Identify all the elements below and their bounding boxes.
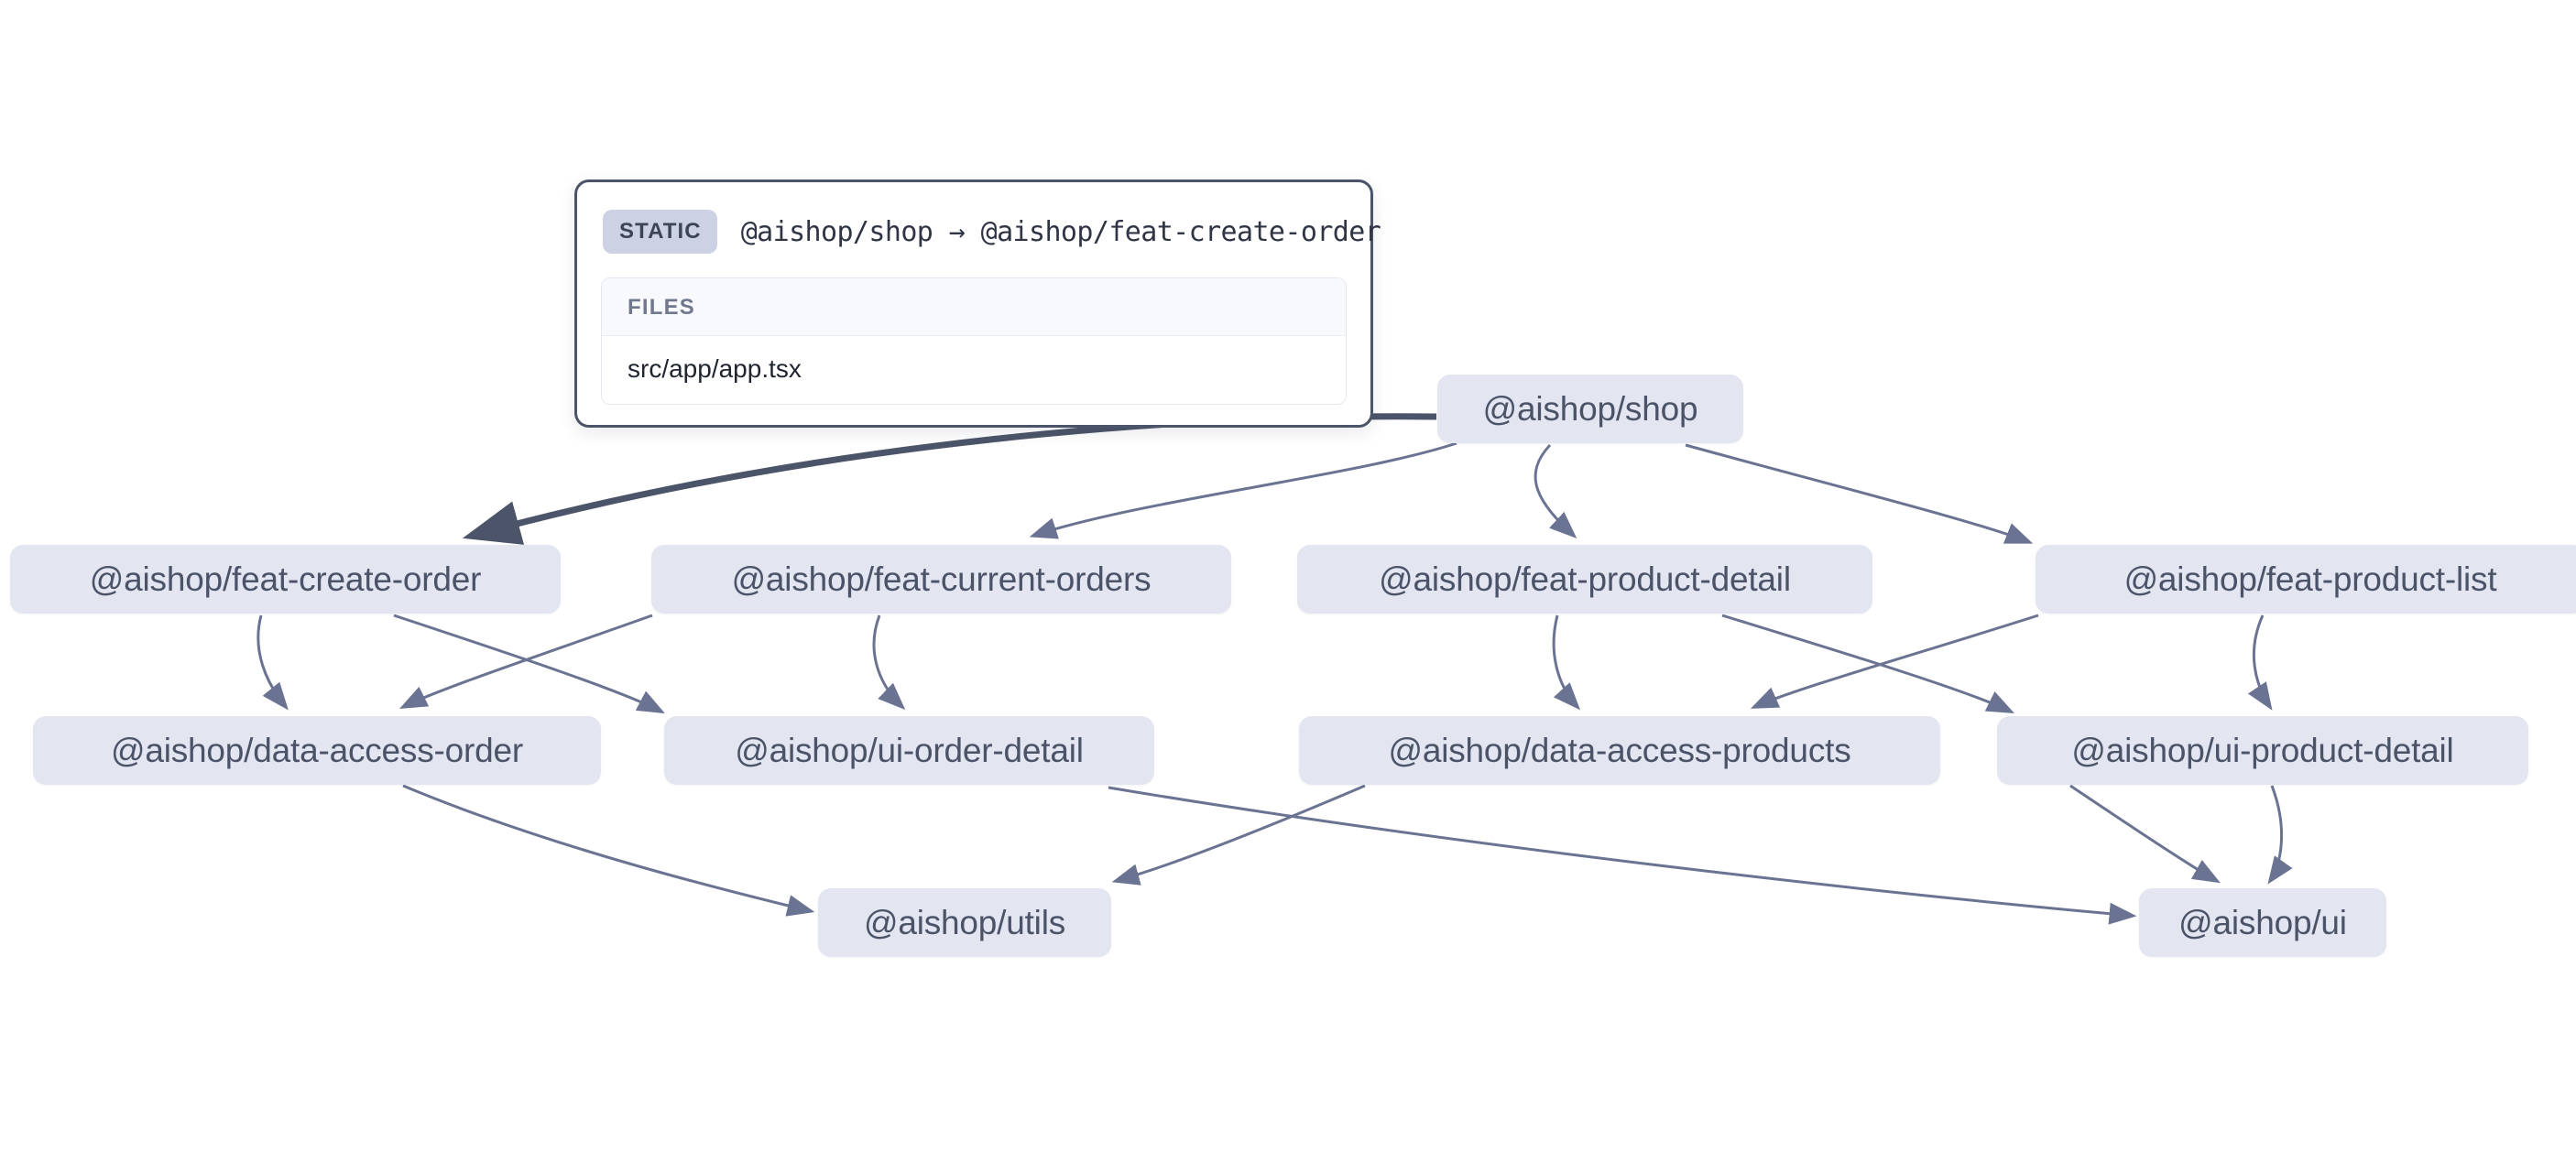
static-badge: STATIC <box>603 210 717 254</box>
edge-shop-to-feat-current-orders <box>1029 441 1457 539</box>
graph-node-data-access-products[interactable]: @aishop/data-access-products <box>1299 716 1940 785</box>
graph-node-ui[interactable]: @aishop/ui <box>2139 888 2386 957</box>
graph-node-ui-order-detail[interactable]: @aishop/ui-order-detail <box>664 716 1154 785</box>
graph-node-feat-create-order[interactable]: @aishop/feat-create-order <box>10 545 561 614</box>
graph-node-label: @aishop/feat-product-detail <box>1379 560 1791 598</box>
graph-node-label: @aishop/ui-product-detail <box>2071 732 2454 769</box>
graph-node-label: @aishop/data-access-products <box>1388 732 1851 769</box>
edge-feat-current-orders-to-data-access-order <box>398 614 653 710</box>
edge-data-access-order-to-utils <box>402 784 815 917</box>
tooltip-header: STATIC @aishop/shop → @aishop/feat-creat… <box>601 206 1381 254</box>
graph-node-shop[interactable]: @aishop/shop <box>1437 375 1743 443</box>
graph-node-label: @aishop/shop <box>1482 390 1698 428</box>
edge-shop-to-feat-product-list <box>1685 443 2034 544</box>
graph-node-label: @aishop/ui-order-detail <box>735 732 1084 769</box>
graph-node-label: @aishop/ui <box>2178 904 2347 941</box>
graph-node-label: @aishop/data-access-order <box>110 732 524 769</box>
edge-ui-order-detail-to-ui <box>1108 786 2137 925</box>
edge-data-access-products-to-utils <box>1111 784 1366 886</box>
edge-feat-product-detail-to-ui-product-detail <box>1721 614 2015 713</box>
file-list-item[interactable]: src/app/app.tsx <box>602 336 1346 404</box>
files-panel-header: FILES <box>602 278 1346 336</box>
edge-shop-to-feat-product-detail <box>1534 443 1577 539</box>
graph-node-feat-product-list[interactable]: @aishop/feat-product-list <box>2036 545 2576 614</box>
edge-ui-product-detail-to-ui <box>2069 784 2221 884</box>
edge-feat-create-order-to-data-access-order <box>257 614 289 711</box>
edge-shop-to-feat-create-order <box>462 413 1437 545</box>
graph-node-ui-product-detail[interactable]: @aishop/ui-product-detail <box>1997 716 2528 785</box>
edge-feat-current-orders-to-ui-order-detail <box>872 614 906 711</box>
graph-node-utils[interactable]: @aishop/utils <box>818 888 1111 957</box>
edge-feat-product-list-to-ui-product-detail <box>2247 614 2273 711</box>
graph-node-label: @aishop/feat-current-orders <box>731 560 1152 598</box>
graph-node-label: @aishop/feat-product-list <box>2123 560 2497 598</box>
graph-node-feat-product-detail[interactable]: @aishop/feat-product-detail <box>1297 545 1872 614</box>
files-panel: FILES src/app/app.tsx <box>601 277 1347 405</box>
graph-node-feat-current-orders[interactable]: @aishop/feat-current-orders <box>651 545 1231 614</box>
graph-node-label: @aishop/feat-create-order <box>89 560 482 598</box>
graph-node-label: @aishop/utils <box>863 904 1066 941</box>
edge-feat-product-list-to-data-access-products <box>1750 614 2039 709</box>
edge-ui-product-detail-to-ui-alt <box>2267 785 2293 885</box>
edge-detail-tooltip[interactable]: STATIC @aishop/shop → @aishop/feat-creat… <box>574 179 1381 428</box>
edge-feat-product-detail-to-data-access-products <box>1552 614 1581 711</box>
edge-title: @aishop/shop → @aishop/feat-create-order <box>740 215 1381 248</box>
edge-feat-create-order-to-ui-order-detail <box>393 614 665 714</box>
graph-node-data-access-order[interactable]: @aishop/data-access-order <box>33 716 601 785</box>
